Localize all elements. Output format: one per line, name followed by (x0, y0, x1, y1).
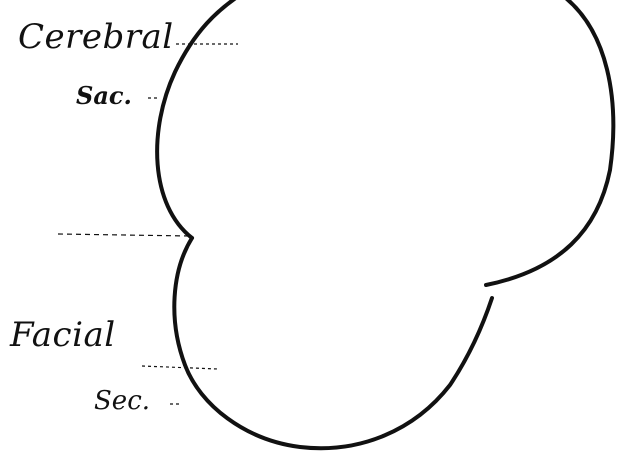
cerebral-label: Cerebral (18, 20, 174, 54)
facial-sac-label: Sec. (94, 388, 150, 414)
cerebral-sac-label: Sac. (76, 84, 132, 108)
facial-sac-outline (174, 238, 492, 448)
facial-label: Facial (10, 318, 116, 352)
cerebral-sac-outline (157, 0, 613, 285)
facial-leader-line (142, 366, 218, 369)
constriction-leader-line (58, 234, 190, 236)
